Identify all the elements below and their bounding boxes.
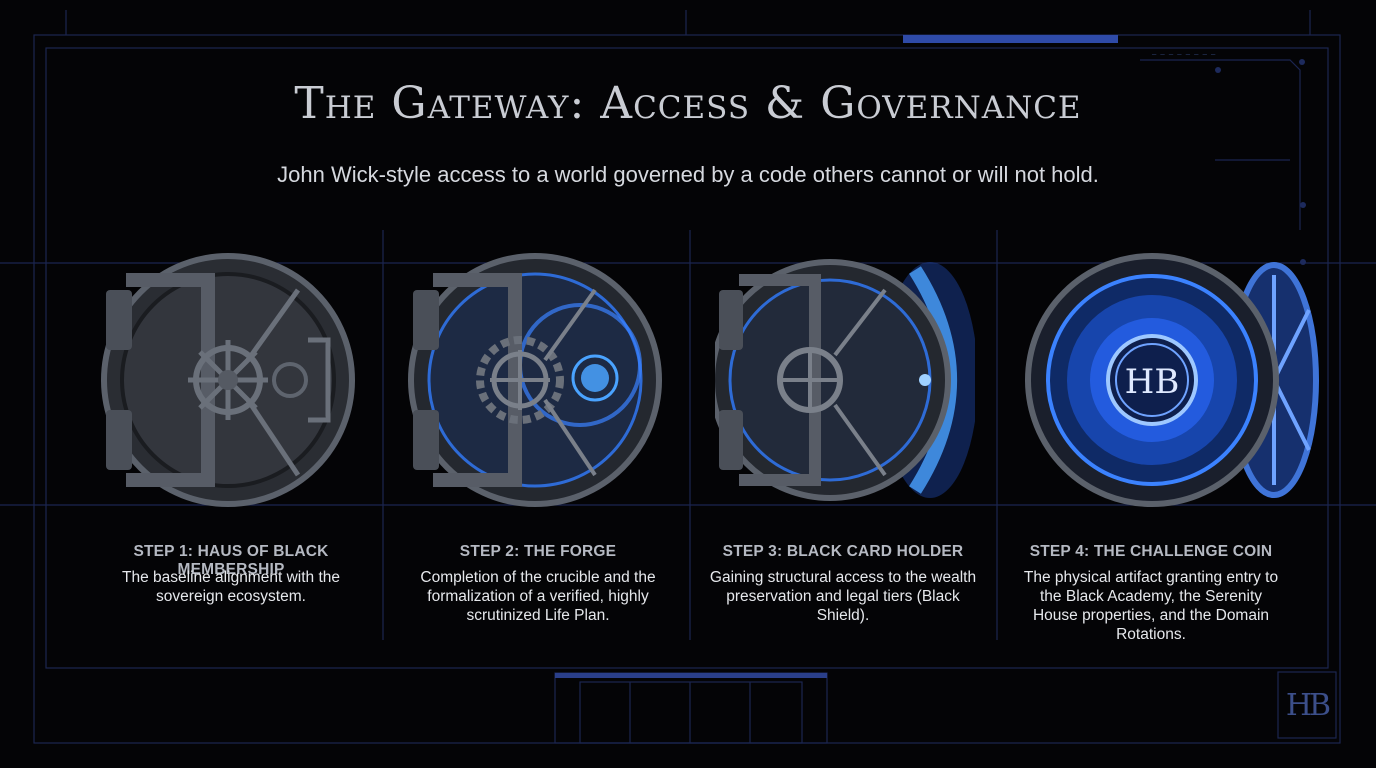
step-2-description: Completion of the crucible and the forma… [420,569,656,624]
step-1-description: The baseline alignment with the sovereig… [122,569,340,605]
step-4-description: The physical artifact granting entry to … [1023,569,1279,643]
step-4-title: STEP 4: THE CHALLENGE COIN [1029,543,1273,560]
vault-open-coin-illustration: HB [1025,253,1319,507]
step-1-title: STEP 1: HAUS OF BLACK MEMBERSHIP [133,543,329,578]
hb-logo: HB [1285,687,1331,723]
coin-emblem: HB [1125,362,1180,402]
step-3-description: Gaining structural access to the wealth … [709,569,977,624]
vault-forge-illustration [408,253,662,507]
step-3-title: STEP 3: BLACK CARD HOLDER [722,543,964,560]
page-title: The Gateway: Access & Governance [294,78,1082,129]
blueprint-annotation: ─ ─ ─ ─ ─ ─ ─ ─ [1152,51,1216,59]
page-subtitle: John Wick-style access to a world govern… [277,162,1099,187]
step-2-title: STEP 2: THE FORGE [459,543,617,560]
vault-closed-illustration [101,253,355,507]
vault-opening-illustration [715,259,975,501]
